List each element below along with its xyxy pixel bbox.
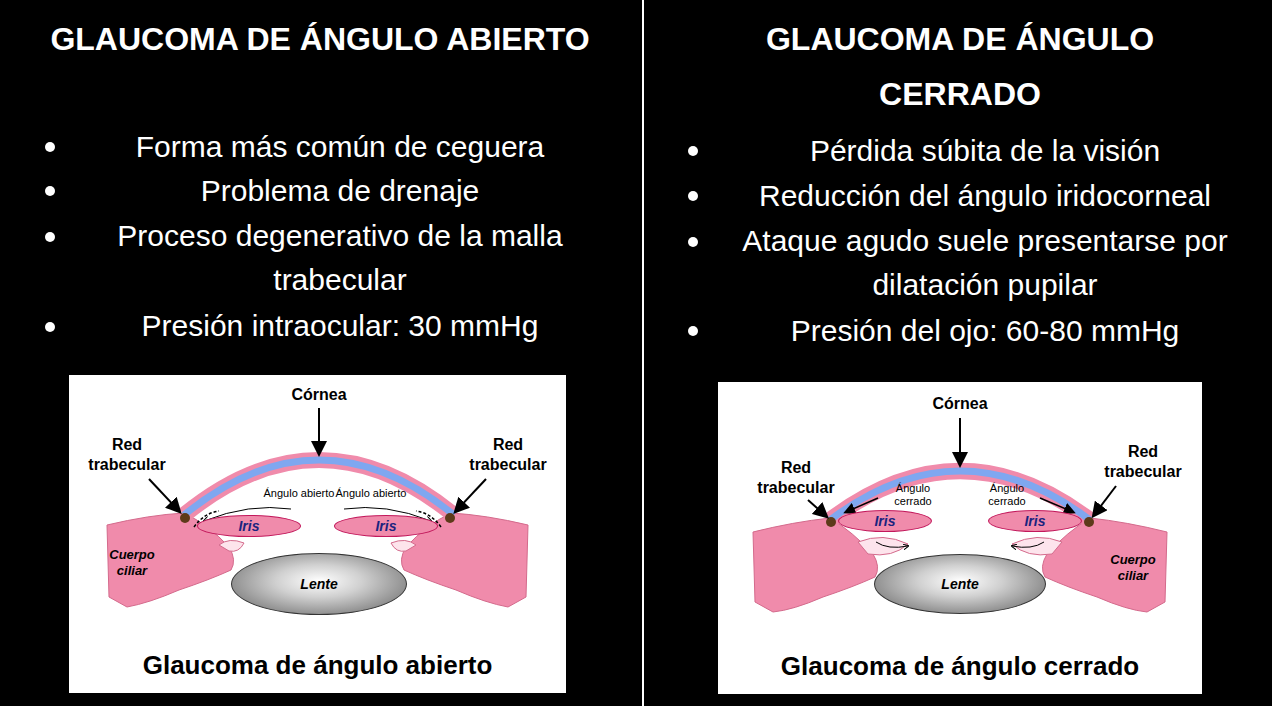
bullet-text: Presión del ojo: 60-80 mmHg <box>715 309 1255 353</box>
bullet-text: Ataque agudo suele presentarse por dilat… <box>715 219 1255 307</box>
part-label: Lente <box>941 576 978 592</box>
closed-angle-illustration <box>718 382 1202 694</box>
part-label: Cuerpo ciliar <box>99 547 165 579</box>
part-label: Cuerpo ciliar <box>1100 552 1166 584</box>
panel-caption: Glaucoma de ángulo abierto <box>69 650 566 681</box>
bullet-dot <box>688 146 698 156</box>
illustration-panel: Glaucoma de ángulo abierto Iris IrisLente C… <box>69 375 566 693</box>
bullet-text: Reducción del ángulo iridocorneal <box>715 174 1255 218</box>
angle-label: Ángulo abierto <box>259 487 339 500</box>
part-label: Red trabecular <box>746 458 846 498</box>
bullet-text: Forma más común de ceguera <box>85 125 595 169</box>
bullet-dot <box>688 326 698 336</box>
iris-shape: Iris <box>334 515 438 537</box>
bullet-dot <box>45 232 55 242</box>
column-heading: GLAUCOMA DE ÁNGULO ABIERTO <box>5 12 635 67</box>
bullet-dot <box>688 191 698 201</box>
column-heading: GLAUCOMA DE ÁNGULO CERRADO <box>700 12 1220 122</box>
bullet-dot <box>45 186 55 196</box>
part-label: Red trabecular <box>458 435 558 475</box>
part-label: Lente <box>300 576 337 592</box>
iris-shape: Iris <box>838 510 932 532</box>
bullet-text: Presión intraocular: 30 mmHg <box>85 304 595 348</box>
angle-label: Ángulo abierto <box>331 487 411 500</box>
bullet-dot <box>45 142 55 152</box>
part-label: Red trabecular <box>77 435 177 475</box>
lens-shape: Lente <box>874 554 1046 614</box>
iris-shape: Iris <box>988 510 1082 532</box>
part-label: Córnea <box>910 394 1010 414</box>
bullet-text: Pérdida súbita de la visión <box>715 129 1255 173</box>
bullet-dot <box>45 322 55 332</box>
bullet-text: Proceso degenerativo de la malla trabecu… <box>80 214 600 302</box>
part-label: Iris <box>1024 513 1045 529</box>
lens-shape: Lente <box>231 553 407 615</box>
bullet-dot <box>688 237 698 247</box>
open-angle-illustration <box>69 375 566 693</box>
panel-caption: Glaucoma de ángulo cerrado <box>718 651 1202 682</box>
part-label: Córnea <box>269 385 369 405</box>
angle-label: Ángulo cerrado <box>984 482 1030 508</box>
bullet-text: Problema de drenaje <box>85 169 595 213</box>
angle-label: Ángulo cerrado <box>890 482 936 508</box>
illustration-panel: Glaucoma de ángulo cerrado Iris IrisLente C… <box>718 382 1202 694</box>
part-label: Red trabecular <box>1093 442 1193 482</box>
iris-shape: Iris <box>197 515 301 537</box>
part-label: Iris <box>874 513 895 529</box>
part-label: Iris <box>238 518 259 534</box>
part-label: Iris <box>375 518 396 534</box>
